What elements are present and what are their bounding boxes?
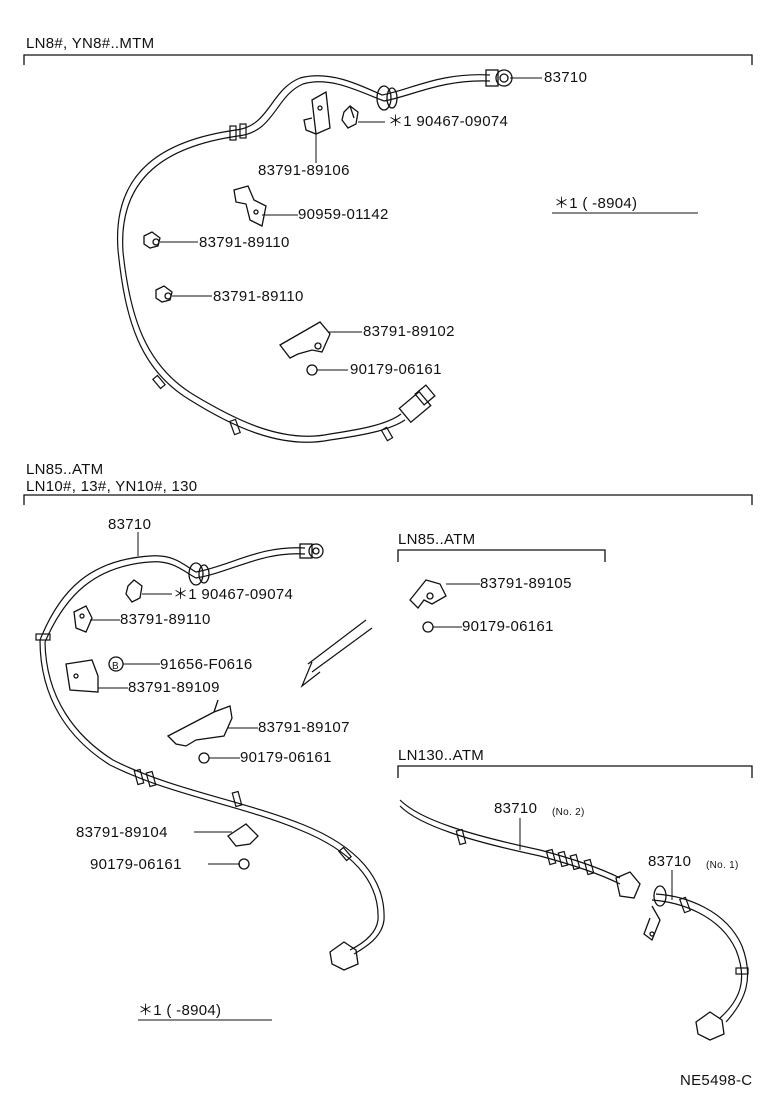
part-90179-06161-mid-b	[238, 858, 250, 870]
middle-cable	[39, 547, 385, 955]
top-meter-end	[485, 69, 513, 87]
middle-meter-end	[299, 543, 324, 559]
top-leaders	[160, 77, 542, 371]
middle-grommet	[188, 562, 210, 586]
top-connector	[398, 384, 436, 424]
label-83710-no2-suffix: (No. 2)	[552, 807, 585, 818]
ln130-box-bracket	[397, 765, 753, 778]
ln85-box-bracket	[397, 549, 606, 562]
label-83791-89110-mid: 83791-89110	[120, 611, 211, 628]
label-90179-06161-ln85: 90179-06161	[462, 618, 554, 635]
label-83791-89102: 83791-89102	[363, 323, 455, 340]
middle-section-header-1: LN85..ATM	[26, 461, 104, 478]
label-83791-89110-b: 83791-89110	[213, 288, 304, 305]
label-83710-top: 83710	[544, 69, 588, 86]
middle-note: ＊1 ( -8904)	[138, 1002, 222, 1019]
label-83791-89105: 83791-89105	[480, 575, 572, 592]
top-cable-bands	[151, 123, 394, 442]
part-83791-89105	[409, 579, 447, 609]
part-83791-89110-b	[155, 285, 173, 303]
ln130-leaders	[519, 818, 673, 900]
middle-cable-bands	[35, 633, 353, 862]
part-90179-06161-mid	[198, 752, 210, 764]
middle-section-header-2: LN10#, 13#, YN10#, 130	[26, 478, 198, 495]
label-83710-no1: 83710	[648, 853, 692, 870]
label-90467-09074-mid: ＊1 90467-09074	[173, 586, 294, 603]
part-83791-89104	[227, 823, 259, 847]
top-section-bracket	[23, 54, 753, 65]
middle-connector	[329, 941, 359, 971]
label-83710-no1-suffix: (No. 1)	[706, 860, 739, 871]
label-90179-06161-mid: 90179-06161	[240, 749, 332, 766]
top-section-header: LN8#, YN8#..MTM	[26, 35, 155, 52]
label-90179-06161-top: 90179-06161	[350, 361, 442, 378]
label-83791-89104: 83791-89104	[76, 824, 168, 841]
label-90179-06161-mid-b: 90179-06161	[90, 856, 182, 873]
part-83791-89110-mid	[73, 605, 93, 633]
top-note: ＊1 ( -8904)	[554, 195, 638, 212]
middle-section-bracket	[23, 494, 753, 505]
part-83791-89109	[65, 659, 99, 693]
ln130-connector	[695, 1011, 725, 1041]
part-83791-89106	[303, 90, 331, 135]
label-90467-09074-top: ＊1 90467-09074	[388, 113, 509, 130]
part-83791-89107	[166, 699, 233, 747]
label-83791-89110-a: 83791-89110	[199, 234, 290, 251]
ln130-box-header: LN130..ATM	[398, 747, 485, 764]
middle-leaders	[90, 532, 258, 865]
direction-arrow	[300, 619, 373, 688]
label-91656-F0616: 91656-F0616	[160, 656, 253, 673]
label-90959-01142: 90959-01142	[298, 206, 389, 223]
part-90179-06161-ln85	[422, 621, 434, 633]
label-83791-89109: 83791-89109	[128, 679, 220, 696]
ln130-cable	[399, 799, 749, 1023]
drawing-code: NE5498-C	[680, 1072, 753, 1089]
ln130-coupling	[615, 871, 641, 899]
label-83710-mid: 83710	[108, 516, 152, 533]
label-83791-89107: 83791-89107	[258, 719, 350, 736]
ln85-leaders	[433, 583, 480, 628]
top-grommet	[376, 85, 398, 111]
ln85-box-header: LN85..ATM	[398, 531, 476, 548]
label-83710-no2: 83710	[494, 800, 538, 817]
part-83791-89102	[279, 321, 331, 359]
part-83791-89110-a	[143, 231, 161, 249]
part-90467-09074-mid	[125, 579, 143, 603]
ln130-clamp	[643, 885, 667, 942]
part-90959-01142	[233, 185, 267, 227]
part-90179-06161-top	[306, 364, 318, 376]
label-83791-89106: 83791-89106	[258, 162, 350, 179]
bolt-mark-glyph: B	[112, 661, 119, 672]
ln130-bands	[455, 828, 749, 975]
part-90467-09074	[341, 105, 359, 129]
